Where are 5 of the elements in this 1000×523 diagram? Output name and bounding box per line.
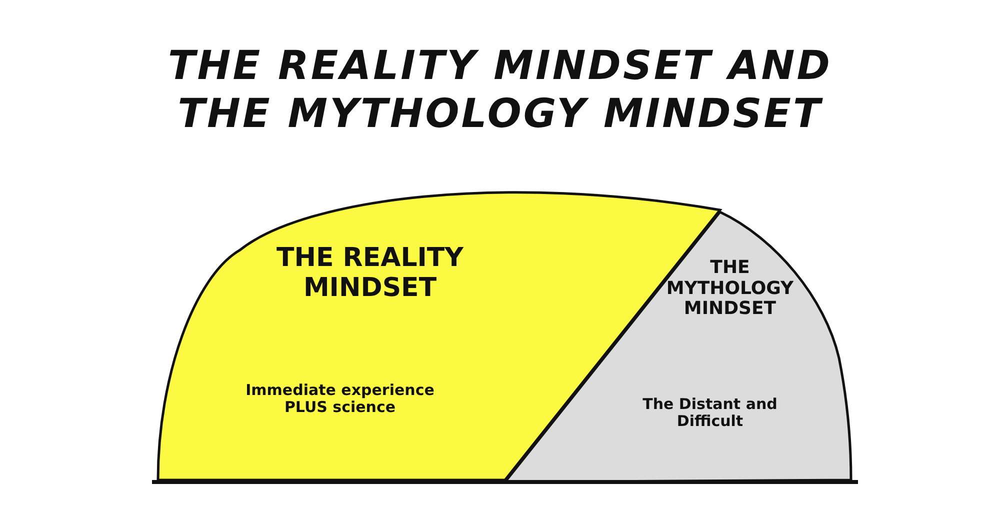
region-heading: THE REALITY MINDSET bbox=[275, 244, 464, 304]
region-description: Immediate experience PLUS science bbox=[244, 382, 436, 416]
region-description: The Distant and Difficult bbox=[642, 396, 778, 430]
region-heading: THE MYTHOLOGY MINDSET bbox=[665, 258, 795, 320]
title: THE REALITY MINDSET AND THE MYTHOLOGY MINDSET bbox=[167, 42, 833, 138]
